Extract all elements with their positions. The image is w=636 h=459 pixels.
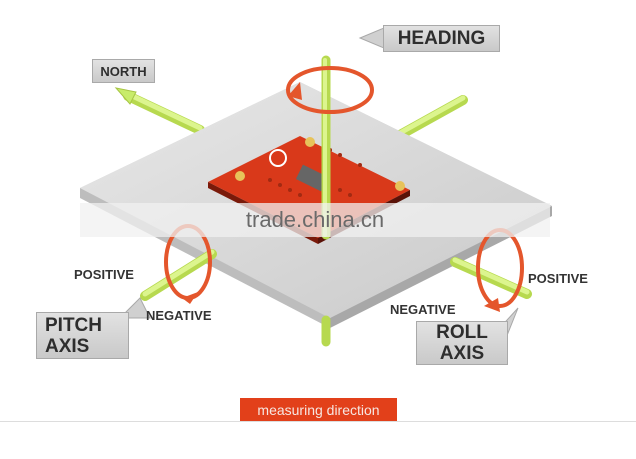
north-label: NORTH bbox=[92, 59, 155, 83]
roll-axis-rod bbox=[450, 257, 532, 299]
roll-axis-label-line1: ROLL bbox=[436, 322, 488, 343]
heading-label: HEADING bbox=[383, 25, 500, 52]
pitch-axis-label-line1: PITCH bbox=[45, 314, 102, 336]
roll-negative-label: NEGATIVE bbox=[390, 302, 456, 317]
roll-axis-label: ROLL AXIS bbox=[416, 321, 508, 365]
roll-axis-label-line2: AXIS bbox=[439, 343, 485, 364]
measuring-direction-caption: measuring direction bbox=[240, 398, 397, 422]
pitch-axis-rod bbox=[140, 249, 217, 301]
heading-callout-pointer bbox=[358, 27, 385, 49]
heading-rotation-arrow bbox=[286, 66, 374, 114]
divider bbox=[0, 421, 636, 422]
north-axis-rod bbox=[114, 87, 205, 135]
roll-positive-label: POSITIVE bbox=[528, 271, 588, 286]
east-axis-rod bbox=[395, 95, 468, 140]
watermark: trade.china.cn bbox=[80, 203, 550, 237]
pitch-axis-label-line2: AXIS bbox=[45, 335, 90, 357]
pitch-axis-label: PITCH AXIS bbox=[36, 312, 129, 359]
pitch-positive-label: POSITIVE bbox=[74, 267, 134, 282]
pitch-negative-label: NEGATIVE bbox=[146, 308, 212, 323]
